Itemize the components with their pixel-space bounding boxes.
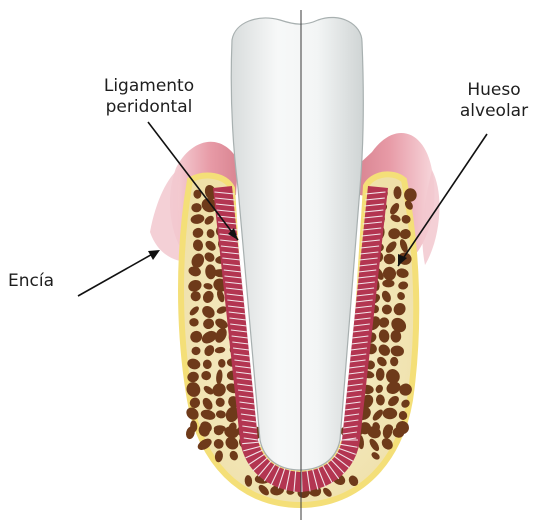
bone-cell	[383, 408, 398, 419]
leader-encia	[78, 252, 156, 296]
label-hueso-alveolar: Hueso alveolar	[448, 80, 540, 122]
label-hueso-line1: Hueso	[448, 80, 540, 101]
label-ligamento-line1: Ligamento	[84, 76, 214, 97]
bone-cell	[382, 279, 394, 287]
label-ligamento-peridontal: Ligamento peridontal	[84, 76, 214, 118]
label-ligamento-line2: peridontal	[84, 97, 214, 118]
label-encia: Encía	[8, 271, 54, 292]
label-hueso-line2: alveolar	[448, 101, 540, 122]
